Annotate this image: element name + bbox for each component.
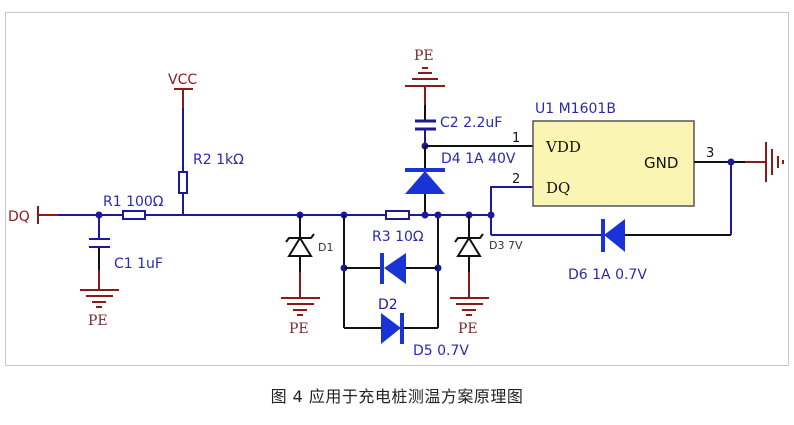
pin-vdd-label: VDD [545, 138, 581, 156]
r2-label: R2 1kΩ [193, 152, 244, 168]
vcc-port: VCC [168, 72, 197, 108]
d5-label: D5 0.7V [413, 343, 469, 359]
d6-label: D6 1A 0.7V [568, 267, 647, 283]
c2-label: C2 2.2uF [440, 115, 502, 131]
pe-label: PE [289, 321, 309, 337]
d4-label: D4 1A 40V [441, 151, 516, 167]
pe-label: PE [88, 313, 108, 329]
pe-ground-top: PE [405, 48, 445, 105]
r3-label: R3 10Ω [372, 229, 424, 245]
pe-ground-d1: PE [281, 297, 320, 337]
pin-1-number: 1 [512, 131, 520, 146]
figure-caption: 图 4 应用于充电桩测温方案原理图 [270, 387, 524, 406]
dq-port: DQ [8, 206, 58, 225]
d1-label: D1 [318, 241, 333, 254]
resistor-r1[interactable]: R1 100Ω [103, 194, 164, 220]
pe-ground-d3: PE [450, 297, 489, 337]
diode-d4[interactable]: D4 1A 40V [405, 142, 516, 219]
ic-u1[interactable]: U1 M1601B 1 VDD 2 DQ GND 3 [512, 101, 714, 207]
zener-d1[interactable]: D1 [285, 211, 333, 298]
zener-d3[interactable]: D3 7V [454, 211, 523, 298]
d2-label: D2 [378, 297, 398, 313]
gnd-net [694, 158, 766, 235]
diode-d5[interactable]: D5 0.7V [344, 313, 469, 359]
pe-ground-c1: PE [80, 289, 119, 329]
capacitor-c1[interactable]: C1 1uF [89, 211, 163, 290]
diode-d6[interactable]: D6 1A 0.7V [568, 219, 731, 283]
pin-gnd-label: GND [644, 154, 678, 172]
pe-label: PE [414, 48, 434, 64]
d3-label: D3 7V [489, 239, 523, 252]
resistor-r2[interactable]: R2 1kΩ [178, 108, 244, 215]
capacitor-c2[interactable]: C2 2.2uF [415, 105, 502, 146]
dq-net [487, 186, 602, 236]
dq-port-label: DQ [8, 209, 30, 225]
earth-ground-icon [765, 142, 784, 182]
c1-label: C1 1uF [114, 256, 163, 272]
pin-dq-label: DQ [546, 179, 570, 197]
pin-3-number: 3 [706, 146, 714, 161]
vcc-label: VCC [168, 72, 197, 88]
pe-label: PE [458, 321, 478, 337]
diode-d2[interactable]: D2 [344, 253, 438, 313]
junction-dot [421, 211, 429, 219]
r1-label: R1 100Ω [103, 194, 164, 210]
ic-body [532, 120, 695, 207]
ic-designator: U1 M1601B [535, 101, 616, 117]
bypass-network [340, 211, 442, 328]
pin-2-number: 2 [512, 172, 520, 187]
resistor-r3[interactable]: R3 10Ω [372, 210, 424, 245]
